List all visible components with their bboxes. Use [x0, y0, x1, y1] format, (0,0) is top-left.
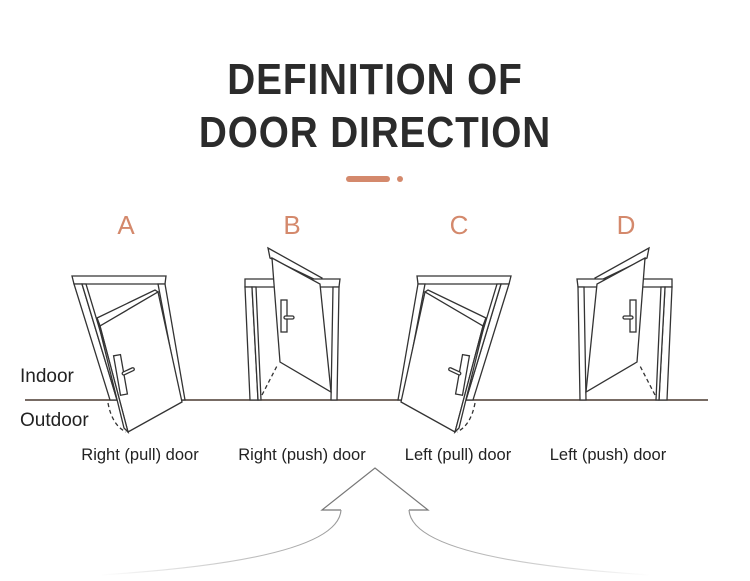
door-c-illustration: [397, 275, 512, 433]
title-line-1: DEFINITION OF: [227, 55, 523, 104]
accent-dot: [397, 176, 403, 182]
door-d-caption: Left (push) door: [549, 446, 667, 464]
up-arrow-icon: [99, 467, 651, 576]
door-a-illustration: [71, 275, 186, 433]
door-c-caption: Left (pull) door: [404, 446, 512, 464]
door-c-letter: C: [449, 210, 469, 240]
accent-bar: [346, 176, 390, 182]
door-a-caption: Right (pull) door: [81, 446, 199, 464]
indoor-label: Indoor: [20, 366, 74, 387]
door-b-caption: Right (push) door: [238, 446, 366, 464]
outdoor-label: Outdoor: [20, 410, 89, 431]
door-b-illustration: [244, 247, 341, 401]
door-a-letter: A: [117, 210, 135, 240]
door-d-illustration: [576, 247, 673, 401]
door-d-letter: D: [616, 210, 636, 240]
door-b-letter: B: [283, 210, 301, 240]
title-line-2: DOOR DIRECTION: [198, 108, 552, 157]
